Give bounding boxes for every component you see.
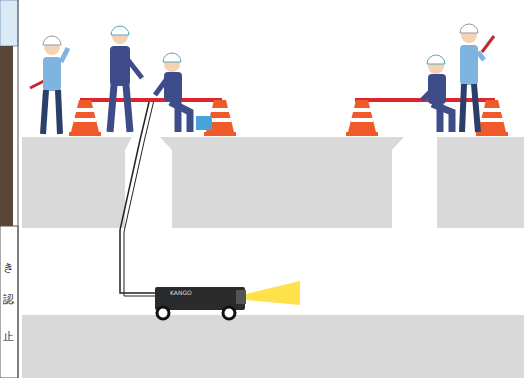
- light-beam: [246, 281, 300, 305]
- barrier-bar: [80, 98, 222, 102]
- road-slab: [437, 137, 524, 228]
- table-border: [18, 0, 19, 378]
- robot-wheel: [223, 307, 235, 319]
- road-slab: [22, 137, 132, 228]
- worker-flagger: [460, 24, 494, 132]
- pipe-floor: [22, 315, 524, 378]
- road-slab: [160, 137, 404, 228]
- worker-reel: [110, 26, 142, 132]
- table-header: [0, 0, 18, 46]
- table-text: き: [3, 262, 14, 273]
- worker-kneeling: [422, 55, 452, 132]
- worker-kneeling: [155, 53, 212, 132]
- table-text: 止: [3, 331, 14, 342]
- camera-cable: [120, 98, 157, 293]
- robot-lens: [236, 290, 246, 304]
- robot-wheel: [157, 307, 169, 319]
- worker-flagger: [30, 36, 68, 134]
- photo-crop: [0, 46, 13, 226]
- table-text: 認: [3, 294, 14, 305]
- table-cell: [0, 226, 18, 378]
- robot-brand: KANGO: [170, 290, 192, 296]
- traffic-cones: [69, 100, 508, 136]
